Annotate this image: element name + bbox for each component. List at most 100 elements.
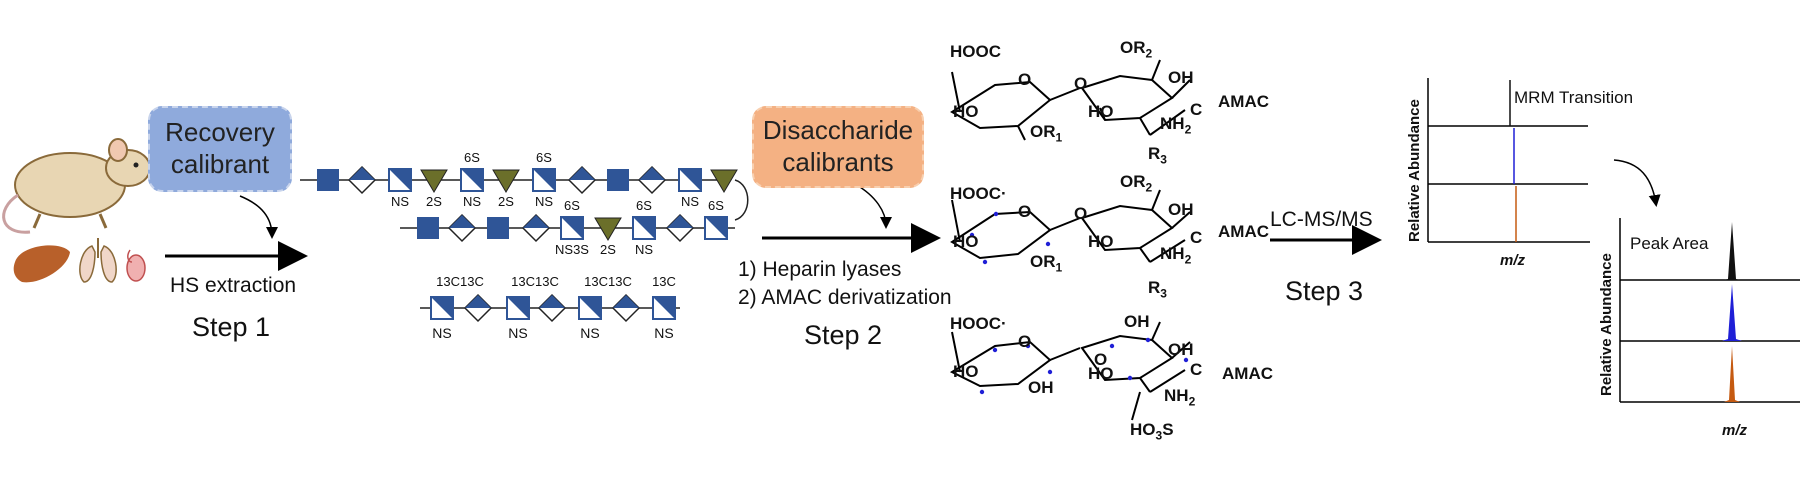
hs-extraction-label: HS extraction xyxy=(170,274,297,297)
glcns-square-fill xyxy=(389,169,411,191)
peak-annotation: Peak Area xyxy=(1630,234,1709,253)
peak-area-plot xyxy=(1619,218,1800,403)
idoa2s-triangle xyxy=(492,169,520,193)
uronic-diamond-fill xyxy=(613,295,639,308)
peak-trace-orange xyxy=(1724,346,1740,402)
chain-label: 13C xyxy=(652,274,676,289)
glcns-square-fill xyxy=(461,169,483,191)
isotope-dot xyxy=(993,211,999,217)
chain-label: NS xyxy=(391,194,409,209)
isotope-dot xyxy=(979,389,985,395)
s2-or2: OR2 xyxy=(1120,172,1153,195)
step2-label: Step 2 xyxy=(804,320,883,350)
chain-label: NS xyxy=(535,194,553,209)
s3-nh2: NH2 xyxy=(1164,386,1196,409)
s1-nh2: NH2 xyxy=(1160,114,1192,137)
isotope-dot xyxy=(969,232,975,238)
chain-loop xyxy=(734,179,749,221)
s1-c: C xyxy=(1190,100,1203,119)
s3-ho2: HO xyxy=(1088,364,1114,383)
glcns-square-fill xyxy=(633,217,655,239)
glcns-square-fill xyxy=(705,217,727,239)
s2-oh: OH xyxy=(1168,200,1194,219)
disaccharide-calibrant-box: Disaccharide calibrants xyxy=(752,106,924,188)
liver-icon xyxy=(13,245,70,283)
s2-ho: HO xyxy=(953,232,979,251)
chain-label: NS xyxy=(681,194,699,209)
s3-glyco-o: O xyxy=(1094,350,1108,369)
chain-label: 13C13C xyxy=(436,274,484,289)
s1-ho2: HO xyxy=(1088,102,1114,121)
glcns-square-fill xyxy=(507,297,529,319)
mrm-ylabel: Relative Abundance xyxy=(1406,99,1423,242)
peak-xlabel: m/z xyxy=(1722,422,1748,439)
chain-label: 6S xyxy=(536,150,552,165)
s1-oh: OH xyxy=(1168,68,1194,87)
isotope-dot xyxy=(1109,343,1115,349)
uronic-diamond-fill xyxy=(539,295,565,308)
recovery-calibrant-box: Recovery calibrant xyxy=(148,106,292,192)
uronic-diamond-fill xyxy=(569,167,595,180)
idoa2s-triangle xyxy=(710,169,738,193)
isotope-dot xyxy=(1047,369,1053,375)
lcmsms-label: LC-MS/MS xyxy=(1270,208,1373,231)
s2-glyco-o: O xyxy=(1074,204,1088,223)
chain-label: 2S xyxy=(600,242,616,257)
glcnac-square xyxy=(487,217,509,239)
disaccharide-calibrant-line1: Disaccharide xyxy=(762,115,914,145)
uronic-diamond-fill xyxy=(667,215,693,228)
uronic-diamond-fill xyxy=(465,295,491,308)
mrm-plot xyxy=(1427,78,1590,243)
s1-r3: R3 xyxy=(1148,144,1167,167)
idoa2s-triangle xyxy=(420,169,448,193)
chain-label: 2S xyxy=(498,194,514,209)
s1-o-ring: O xyxy=(1018,70,1032,89)
isotope-dot xyxy=(992,347,998,353)
chain-label: 6S xyxy=(564,198,580,213)
recovery-calibrant-line2: calibrant xyxy=(170,149,270,179)
s2-cooh: HOOC· xyxy=(950,184,1007,203)
uronic-diamond-fill xyxy=(449,215,475,228)
s1-or2: OR2 xyxy=(1120,38,1153,61)
s3-oh-top: OH xyxy=(1124,312,1150,331)
isotope-dot xyxy=(1145,337,1151,343)
chain-label: NS xyxy=(635,242,653,257)
s1-cooh: HOOC xyxy=(950,42,1001,61)
s2-nh2: NH2 xyxy=(1160,244,1192,267)
chain-label: 13C13C xyxy=(584,274,632,289)
disaccharide-calibrant-line2: calibrants xyxy=(782,147,894,177)
s2-amac: AMAC xyxy=(1218,222,1269,241)
isotope-dot xyxy=(1025,343,1031,349)
s3-cooh: HOOC· xyxy=(950,314,1007,333)
s1-glyco-o: O xyxy=(1074,74,1088,93)
s3-oh-a: OH xyxy=(1028,378,1054,397)
chain-label: 2S xyxy=(426,194,442,209)
recovery-curved-arrow xyxy=(239,195,278,239)
s3-ho: HO xyxy=(953,362,979,381)
isotope-dot xyxy=(1045,241,1051,247)
chain-label: NS xyxy=(580,325,599,341)
isotope-dot xyxy=(982,259,988,265)
peak-trace-black xyxy=(1724,222,1740,280)
s1-ho: HO xyxy=(953,102,979,121)
plot-curved-arrow xyxy=(1613,159,1661,207)
isotope-label-dots xyxy=(969,211,1189,395)
mouse-icon xyxy=(2,138,151,234)
amac-derivatization-label: 2) AMAC derivatization xyxy=(738,286,952,309)
s2-ho2: HO xyxy=(1088,232,1114,251)
peak-trace-blue xyxy=(1722,284,1742,341)
chain-label: 13C13C xyxy=(511,274,559,289)
s2-r3: R3 xyxy=(1148,278,1167,301)
glcns-square-fill xyxy=(679,169,701,191)
heparin-lyases-label: 1) Heparin lyases xyxy=(738,258,902,281)
glcns-square-fill xyxy=(653,297,675,319)
peak-ylabel: Relative Abundance xyxy=(1598,253,1615,396)
s2-o-ring: O xyxy=(1018,202,1032,221)
glcns-square-fill xyxy=(533,169,555,191)
glcnac-square xyxy=(607,169,629,191)
step3-label: Step 3 xyxy=(1285,276,1364,306)
glcns-square-fill xyxy=(561,217,583,239)
chain-label: NS xyxy=(432,325,451,341)
